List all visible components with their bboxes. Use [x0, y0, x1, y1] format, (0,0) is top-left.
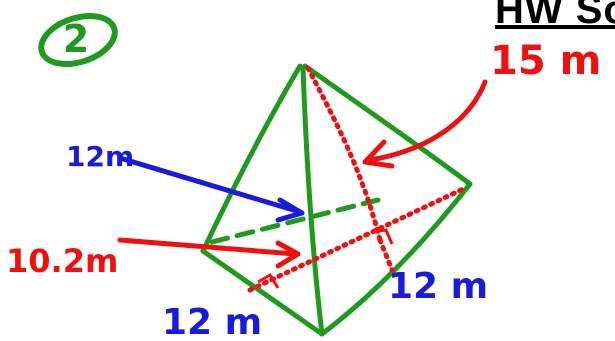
- label-red-height: 10.2m: [6, 242, 118, 280]
- label-base-left: 12 m: [162, 302, 262, 341]
- blue-arrow: [117, 155, 303, 215]
- red-arrow: [117, 237, 298, 257]
- edge-apex-front: [300, 65, 325, 337]
- label-base-right: 12 m: [388, 266, 488, 307]
- page-title: HW Sol: [495, 0, 615, 32]
- edge-front-right: [319, 181, 473, 337]
- edge-apex-right: [302, 63, 473, 187]
- label-blue-edge: 12m: [66, 140, 134, 173]
- red-dotted-lines: [247, 65, 468, 293]
- pyramid-edges: [200, 63, 473, 337]
- blue-arrow-head: [275, 197, 305, 223]
- problem-number-circle: 2: [38, 13, 118, 67]
- problem-number: 2: [63, 17, 89, 61]
- edge-apex-left: [200, 63, 303, 254]
- right-angle-mark-back: [371, 228, 394, 245]
- slant-arrow: [367, 79, 488, 163]
- slant-height-line: [305, 65, 383, 243]
- right-angle-mark-front: [257, 272, 280, 289]
- red-arrow-head: [275, 240, 301, 269]
- height-line: [377, 237, 395, 273]
- base-hidden-line: [247, 185, 468, 293]
- slant-arrow-head: [362, 139, 395, 169]
- label-slant-height: 15 m: [490, 38, 601, 84]
- hidden-base-edge: [209, 197, 381, 245]
- edge-left-front: [200, 248, 325, 337]
